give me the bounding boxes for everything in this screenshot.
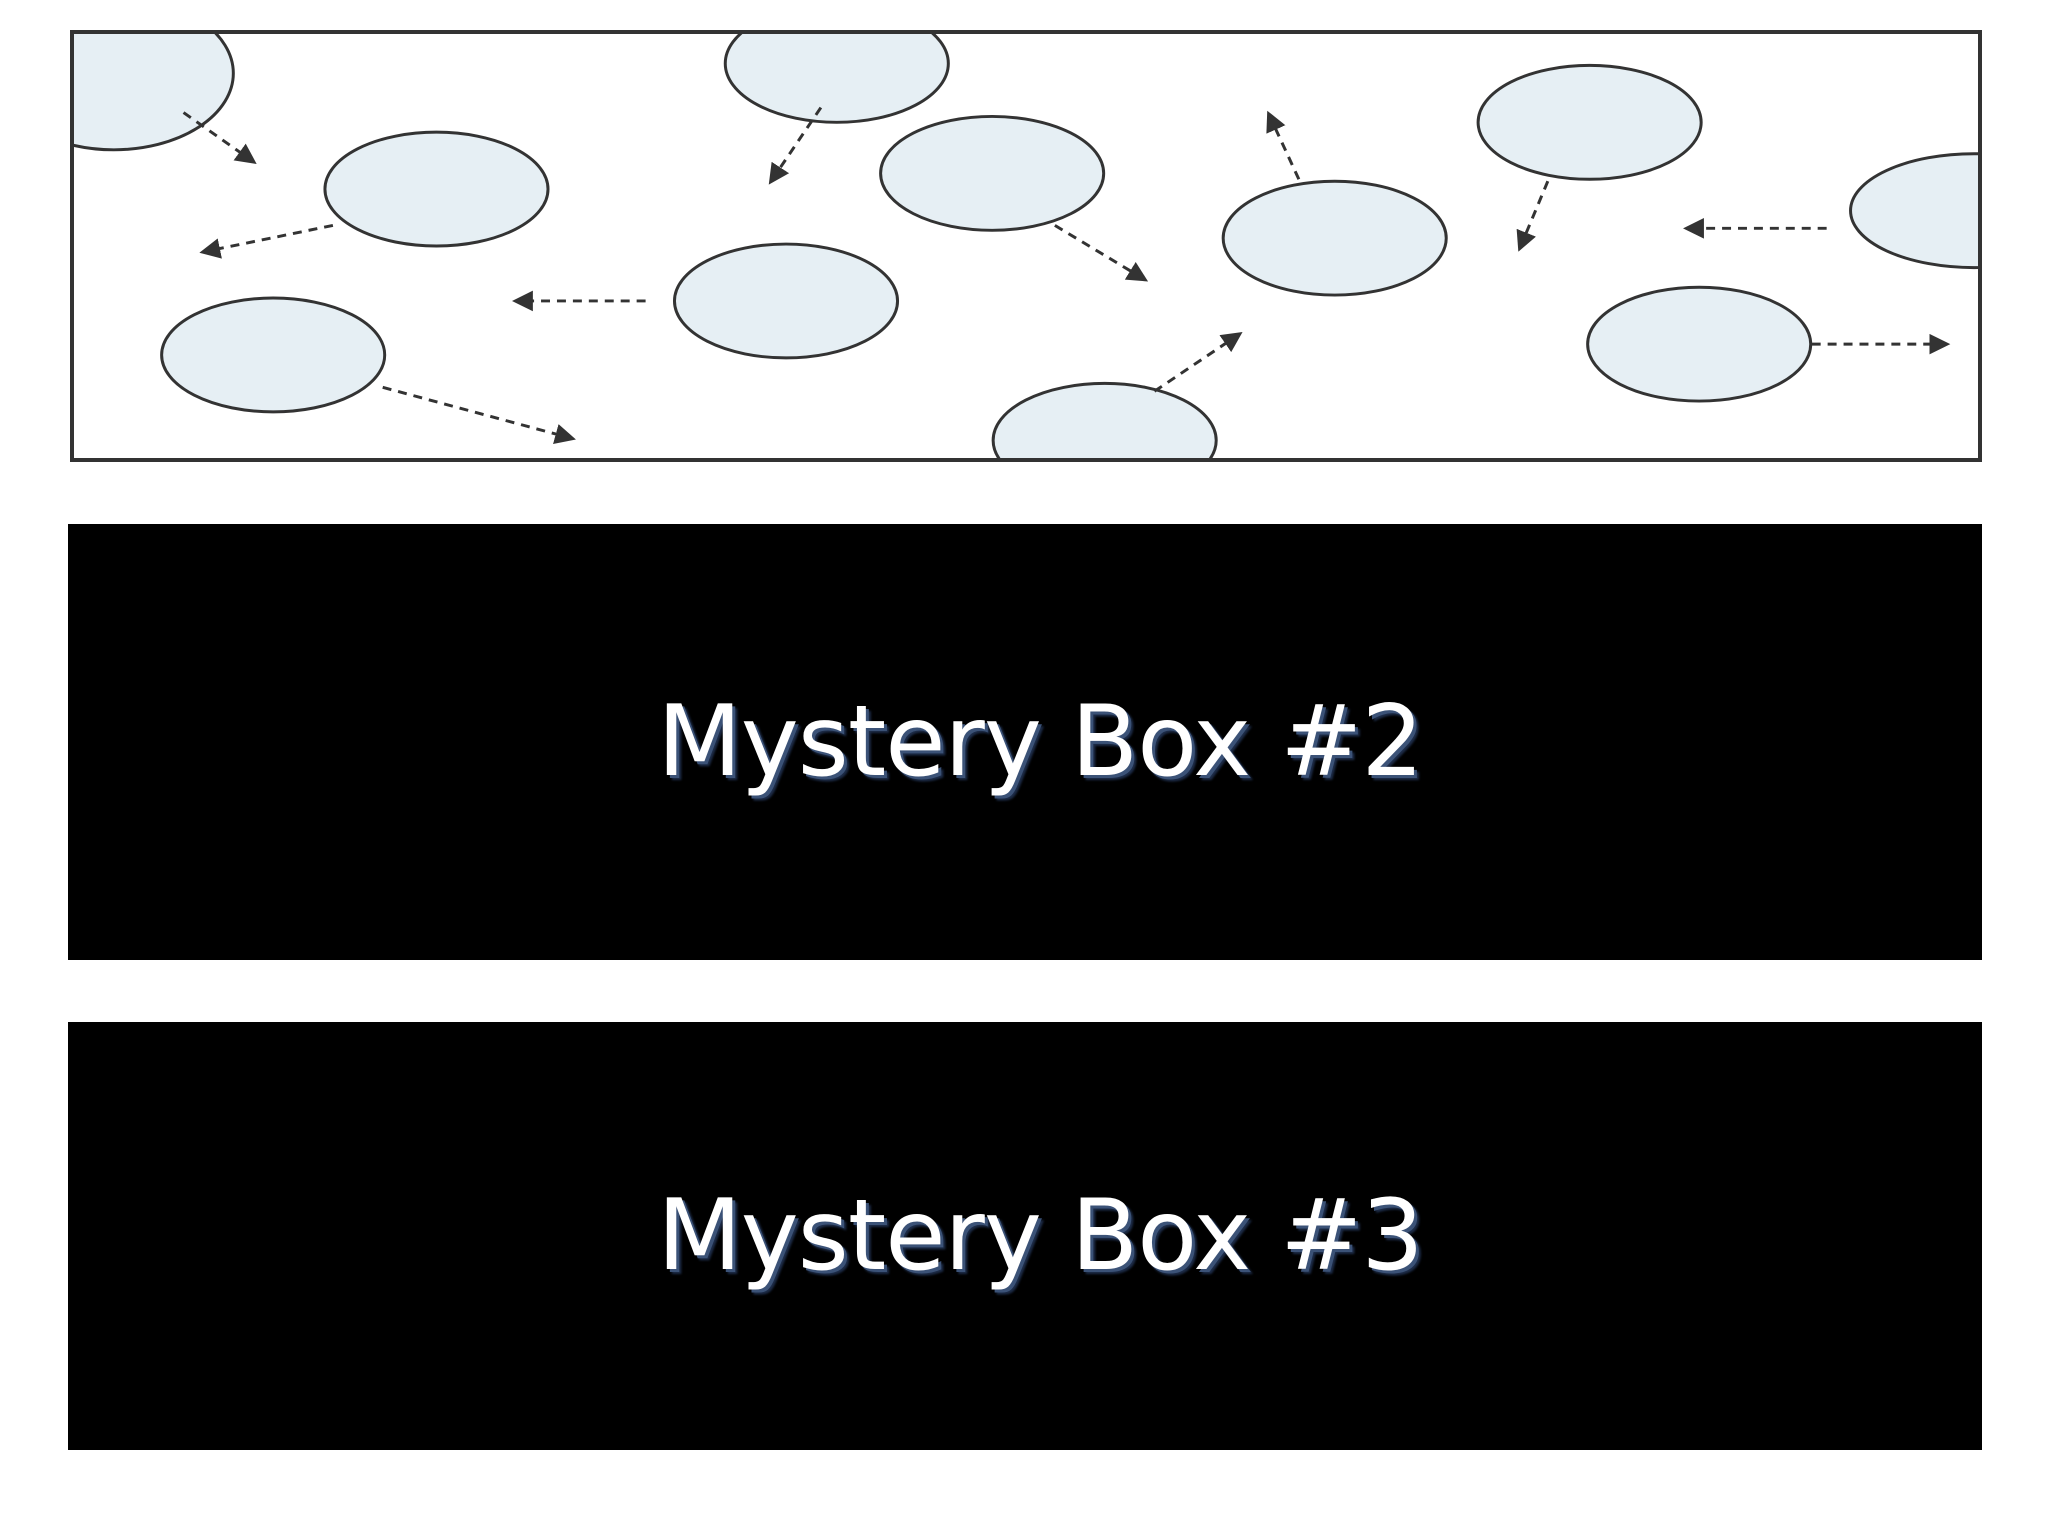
velocity-arrow bbox=[1153, 332, 1243, 393]
gas-particle bbox=[74, 34, 235, 152]
gas-particle bbox=[723, 34, 950, 124]
gas-particle bbox=[879, 114, 1106, 232]
velocity-arrow bbox=[182, 111, 257, 164]
gas-particles-illustration bbox=[74, 34, 1978, 458]
gas-particle bbox=[323, 130, 550, 248]
gas-particle-box bbox=[70, 30, 1982, 462]
velocity-arrow bbox=[382, 385, 576, 444]
mystery-box-3: Mystery Box #3 bbox=[68, 1022, 1982, 1450]
mystery-box-2-label: Mystery Box #2 bbox=[657, 685, 1424, 799]
velocity-arrow bbox=[1516, 180, 1550, 252]
gas-particle bbox=[1849, 152, 1978, 270]
gas-particle bbox=[672, 242, 900, 360]
velocity-arrow bbox=[1266, 110, 1301, 180]
gas-particle bbox=[1221, 179, 1448, 297]
gas-particle bbox=[160, 296, 387, 414]
velocity-arrow bbox=[199, 223, 334, 259]
gas-particle bbox=[991, 381, 1218, 458]
gas-particle bbox=[1586, 285, 1813, 403]
gas-particle bbox=[1476, 63, 1703, 181]
mystery-box-3-label: Mystery Box #3 bbox=[657, 1179, 1424, 1293]
velocity-arrow bbox=[1054, 224, 1149, 282]
mystery-box-2: Mystery Box #2 bbox=[68, 524, 1982, 960]
